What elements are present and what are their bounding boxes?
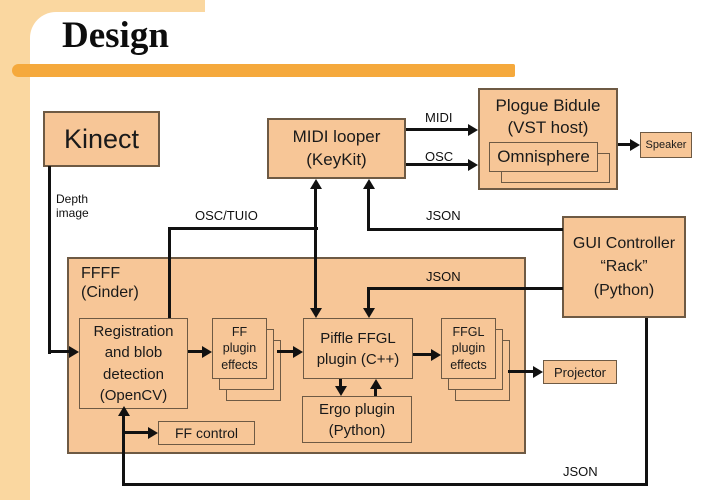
edge-speaker-arrowhead [630, 139, 640, 151]
node-omnisphere: Omnisphere [489, 142, 598, 172]
edge-ergo-piffle-up-line [374, 389, 377, 396]
edge-json-gui-piffle-vertical [367, 287, 370, 309]
edge-json-gui-piffle-horizontal [367, 287, 563, 290]
edge-osctuio-arrowhead-piffle [310, 308, 322, 318]
edge-projector-arrowhead [533, 366, 543, 378]
edge-label-osc: OSC [425, 149, 454, 164]
edge-label-midi: MIDI [425, 110, 453, 125]
node-ff-control: FF control [158, 421, 255, 445]
edge-piffle-ffgleffects-line [413, 353, 431, 356]
edge-midi-arrowhead [468, 124, 478, 136]
node-midi-looper: MIDI looper (KeyKit) [267, 118, 406, 179]
edge-depth-arrowhead [69, 346, 79, 358]
node-kinect: Kinect [43, 111, 160, 167]
title-underline-bar [12, 64, 515, 77]
edge-midi-line [406, 128, 468, 131]
node-gui-controller: GUI Controller “Rack” (Python) [562, 216, 686, 318]
edge-piffle-ffgleffects-arrowhead [431, 349, 441, 361]
edge-json-gui-midilooper-horizontal [367, 228, 563, 231]
node-ergo-plugin: Ergo plugin (Python) [302, 396, 412, 443]
edge-osctuio-horizontal [168, 227, 318, 230]
edge-osctuio-down-to-piffle [314, 228, 317, 308]
edge-registration-ffeffects-line [188, 350, 202, 353]
edge-json-bottom-horizontal [122, 483, 648, 486]
edge-osctuio-up-to-midilooper [314, 189, 317, 230]
edge-osc-line [406, 163, 468, 166]
node-projector: Projector [543, 360, 617, 384]
edge-json-gui-midilooper-vertical [367, 189, 370, 231]
edge-label-osc-tuio: OSC/TUIO [195, 208, 258, 223]
edge-json-registration-arrowhead [118, 406, 130, 416]
edge-json-bottom-left-vertical [122, 416, 125, 486]
edge-ffcontrol-line [122, 431, 148, 434]
edge-piffle-ergo-down-line [339, 379, 342, 387]
edge-ffeffects-piffle-arrowhead [293, 346, 303, 358]
edge-speaker-line [618, 143, 630, 146]
edge-label-json-to-midilooper: JSON [426, 208, 461, 223]
node-piffle-ffgl-plugin: Piffle FFGL plugin (C++) [303, 318, 413, 379]
edge-osc-arrowhead [468, 159, 478, 171]
edge-depth-horizontal [48, 350, 70, 353]
edge-json-bottom-right-vertical [645, 318, 648, 486]
node-ff-plugin-effects: FF plugin effects [212, 318, 267, 379]
edge-ergo-piffle-up-arrowhead [370, 379, 382, 389]
edge-label-json-to-piffle: JSON [426, 269, 461, 284]
edge-ffcontrol-arrowhead [148, 427, 158, 439]
edge-osctuio-from-registration [168, 227, 171, 318]
edge-json-gui-midilooper-arrowhead [363, 179, 375, 189]
left-accent-strip [0, 0, 30, 500]
node-speaker: Speaker [640, 132, 692, 158]
node-ffgl-plugin-effects: FFGL plugin effects [441, 318, 496, 379]
edge-piffle-ergo-down-arrowhead [335, 386, 347, 396]
edge-label-json-bottom: JSON [563, 464, 598, 479]
edge-json-gui-piffle-arrowhead [363, 308, 375, 318]
edge-depth-vertical [48, 166, 51, 354]
slide-title: Design [62, 15, 169, 56]
edge-projector-line [508, 370, 533, 373]
edge-registration-ffeffects-arrowhead [202, 346, 212, 358]
edge-ffeffects-piffle-line [277, 350, 293, 353]
edge-osctuio-arrowhead-midilooper [310, 179, 322, 189]
node-registration-blob-detection: Registration and blob detection (OpenCV) [79, 318, 188, 409]
edge-label-depth-image: Depth image [56, 192, 89, 221]
